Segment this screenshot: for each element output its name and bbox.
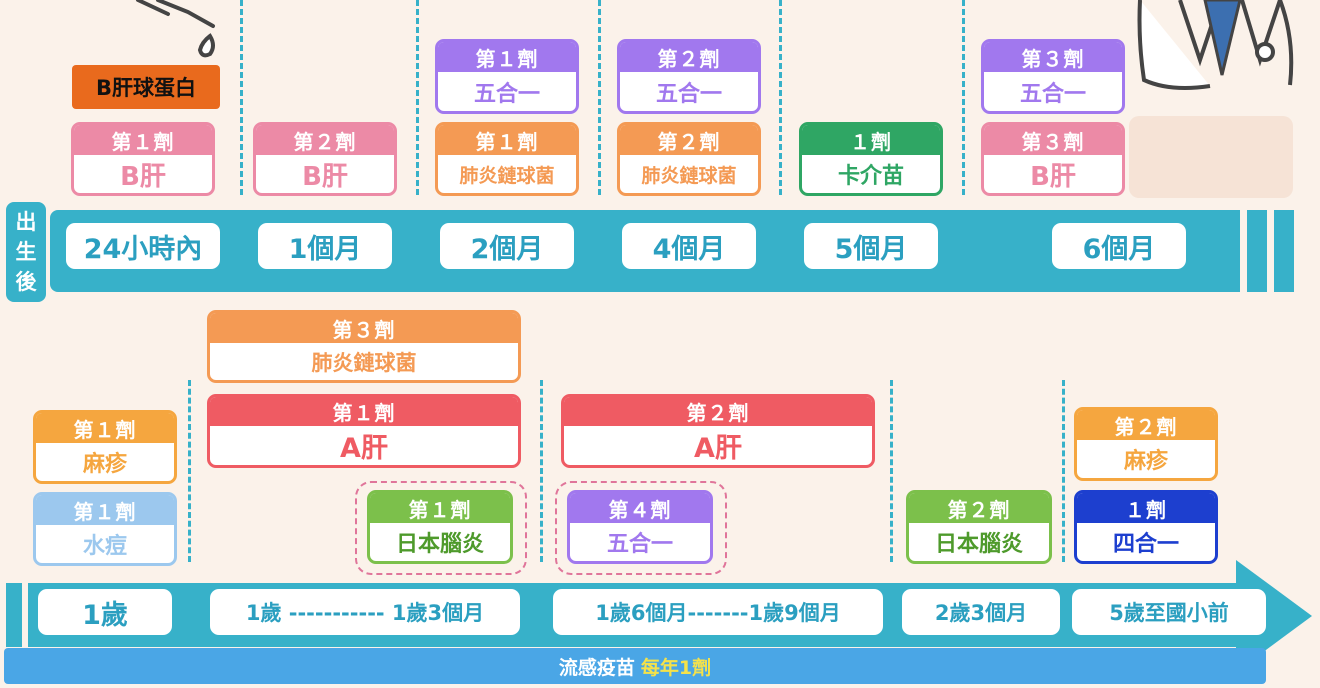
- age-label: 1歲6個月-------1歲9個月: [553, 589, 883, 635]
- age-label: 1歲: [38, 589, 172, 635]
- time-label: 2個月: [440, 223, 574, 269]
- vaccine-card-je-1: 第１劑 日本腦炎: [367, 490, 513, 564]
- vaccine-name: 五合一: [1019, 81, 1086, 107]
- dose-label: 第１劑: [438, 42, 576, 72]
- vaccine-name: 卡介苗: [837, 164, 904, 189]
- vaccine-name: 日本腦炎: [395, 532, 484, 557]
- vaccine-name: 五合一: [473, 81, 540, 107]
- dose-label: 第１劑: [36, 413, 174, 443]
- time-label: 1個月: [258, 223, 392, 269]
- dose-label: 第１劑: [36, 495, 174, 525]
- separator: [890, 380, 893, 562]
- separator: [188, 380, 191, 562]
- separator: [962, 0, 965, 195]
- hbig-tag: B肝球蛋白: [72, 65, 220, 109]
- vaccine-card-je-2: 第２劑 日本腦炎: [906, 490, 1052, 564]
- optional-outline: [355, 481, 527, 575]
- vaccine-card-hepa-2: 第２劑 A肝: [561, 394, 875, 468]
- dose-label: 第３劑: [210, 313, 518, 343]
- timeline-start-bar: [6, 583, 22, 647]
- age-label: 2歲3個月: [902, 589, 1060, 635]
- vaccine-name: 肺炎鏈球菌: [311, 350, 417, 375]
- time-label: 24小時內: [66, 223, 220, 269]
- separator: [240, 0, 243, 195]
- time-label: 5個月: [804, 223, 938, 269]
- vaccine-name: 水痘: [82, 534, 127, 559]
- separator: [416, 0, 419, 195]
- vaccine-name: 四合一: [1112, 532, 1179, 557]
- vaccine-card-hepb-1: 第１劑 B肝: [71, 122, 215, 196]
- vaccine-name: A肝: [340, 433, 388, 464]
- vaccine-name: B肝: [120, 161, 166, 192]
- vaccine-card-varicella: 第１劑 水痘: [33, 492, 177, 566]
- separator: [598, 0, 601, 195]
- dose-label: 第２劑: [256, 125, 394, 155]
- vaccine-card-pcv-2: 第２劑 肺炎鏈球菌: [617, 122, 761, 196]
- age-label: 1歲 ----------- 1歲3個月: [210, 589, 520, 635]
- dose-label: 第２劑: [620, 125, 758, 155]
- dose-label: 第１劑: [438, 125, 576, 155]
- dose-label: 第１劑: [74, 125, 212, 155]
- flu-vaccine-frequency: 每年1劑: [640, 656, 712, 679]
- timeline-arrow-head: [1236, 560, 1312, 672]
- vaccine-name: B肝: [1030, 161, 1076, 192]
- vaccine-name: 肺炎鏈球菌: [641, 164, 737, 187]
- vaccine-card-4in1: １劑 四合一: [1074, 490, 1218, 564]
- timeline-end-bar: [1247, 210, 1267, 292]
- vaccine-card-hepb-3: 第３劑 B肝: [981, 122, 1125, 196]
- vaccine-name: 五合一: [655, 81, 722, 107]
- vaccine-name: 日本腦炎: [934, 532, 1023, 557]
- vaccine-card-hepb-2: 第２劑 B肝: [253, 122, 397, 196]
- vaccine-card-measles-2: 第２劑 麻疹: [1074, 407, 1218, 481]
- separator: [779, 0, 782, 195]
- vaccine-card-pcv-3: 第３劑 肺炎鏈球菌: [207, 310, 521, 383]
- side-label-char: 生: [15, 240, 37, 264]
- dose-label: 第１劑: [370, 493, 510, 523]
- vaccine-name: 肺炎鏈球菌: [459, 164, 555, 187]
- flu-vaccine-bar: 流感疫苗 每年1劑: [4, 648, 1266, 684]
- separator: [1062, 380, 1065, 562]
- vaccine-name: 五合一: [606, 532, 673, 557]
- vaccine-name: A肝: [694, 433, 742, 464]
- side-label-char: 出: [15, 210, 37, 234]
- dose-label: １劑: [1077, 493, 1215, 523]
- time-label: 4個月: [622, 223, 756, 269]
- dose-label: 第２劑: [620, 42, 758, 72]
- dose-label: 第１劑: [210, 397, 518, 426]
- dose-label: 第２劑: [1077, 410, 1215, 440]
- dose-label: 第３劑: [984, 125, 1122, 155]
- vaccine-name: 麻疹: [1123, 449, 1168, 474]
- dose-label: 第３劑: [984, 42, 1122, 72]
- dropper-illustration: [136, 0, 215, 58]
- dose-label: 第２劑: [909, 493, 1049, 523]
- dose-label: １劑: [802, 125, 940, 155]
- vaccine-card-5in1-1: 第１劑 五合一: [435, 39, 579, 114]
- doctor-illustration: [1137, 0, 1294, 90]
- side-label-char: 後: [15, 270, 37, 294]
- timeline-end-bar: [1274, 210, 1294, 292]
- vaccine-card-bcg: １劑 卡介苗: [799, 122, 943, 196]
- vaccine-card-5in1-4: 第４劑 五合一: [567, 490, 713, 564]
- vaccine-name: 麻疹: [82, 452, 127, 477]
- side-label: 出 生 後: [6, 202, 46, 302]
- age-label: 5歲至國小前: [1072, 589, 1266, 635]
- flu-vaccine-label: 流感疫苗: [558, 656, 635, 679]
- vaccine-card-pcv-1: 第１劑 肺炎鏈球菌: [435, 122, 579, 196]
- optional-outline: [555, 481, 727, 575]
- time-label: 6個月: [1052, 223, 1186, 269]
- dose-label: 第２劑: [564, 397, 872, 426]
- empty-slot: [1129, 116, 1293, 198]
- dose-label: 第４劑: [570, 493, 710, 523]
- vaccine-card-measles-1: 第１劑 麻疹: [33, 410, 177, 484]
- separator: [540, 380, 543, 562]
- vaccine-card-hepa-1: 第１劑 A肝: [207, 394, 521, 468]
- vaccine-card-5in1-2: 第２劑 五合一: [617, 39, 761, 114]
- vaccine-card-5in1-3: 第３劑 五合一: [981, 39, 1125, 114]
- vaccine-name: B肝: [302, 161, 348, 192]
